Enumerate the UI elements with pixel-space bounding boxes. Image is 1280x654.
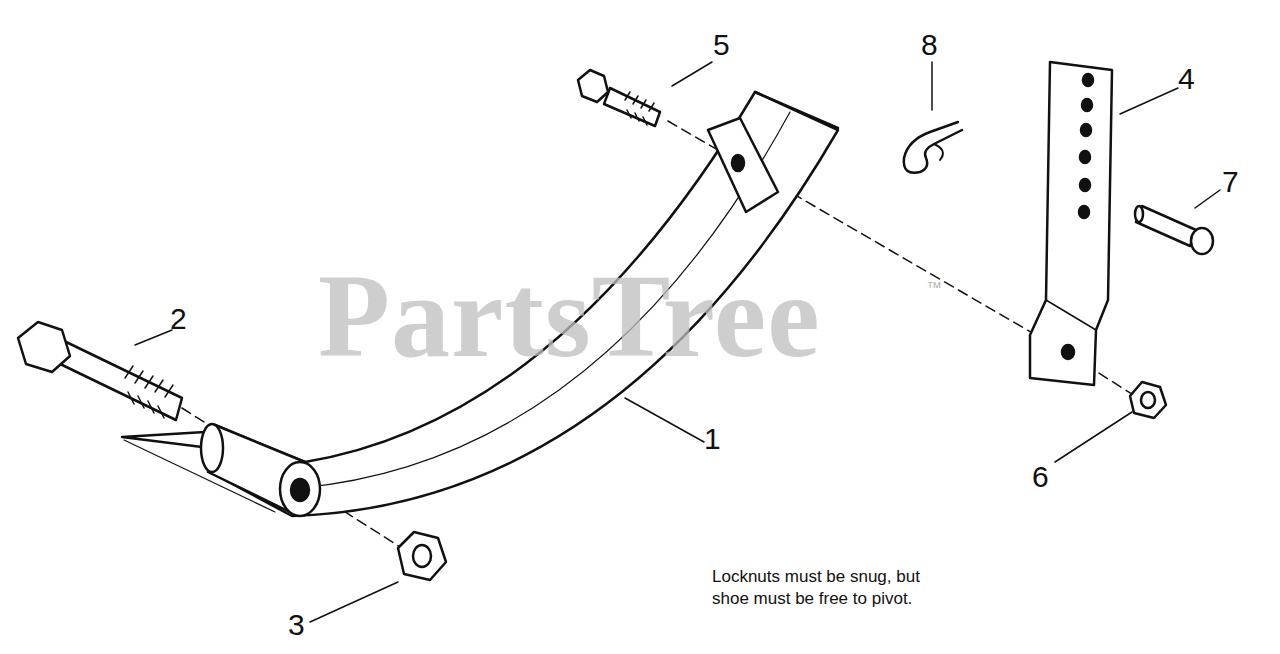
bolt xyxy=(18,322,182,420)
bracket xyxy=(1030,62,1112,385)
callout-number: 1 xyxy=(704,424,721,454)
hairpin-clip xyxy=(904,122,962,173)
nut xyxy=(398,532,446,580)
assembly-note: Locknuts must be snug, but shoe must be … xyxy=(712,566,952,610)
clevis-pin xyxy=(1135,206,1213,254)
callout-number: 8 xyxy=(921,30,938,60)
callout-number: 7 xyxy=(1222,167,1239,197)
shoe xyxy=(122,92,838,516)
callout-number: 5 xyxy=(713,30,730,60)
leader-line xyxy=(135,62,1220,622)
callout-number: 2 xyxy=(170,304,187,334)
watermark: PartsTree xyxy=(318,258,821,376)
callout-number: 3 xyxy=(288,610,305,640)
trademark-mark: ™ xyxy=(926,280,942,296)
nut xyxy=(1130,382,1166,418)
callout-number: 4 xyxy=(1178,64,1195,94)
callout-number: 6 xyxy=(1032,462,1049,492)
bolt xyxy=(578,70,660,126)
